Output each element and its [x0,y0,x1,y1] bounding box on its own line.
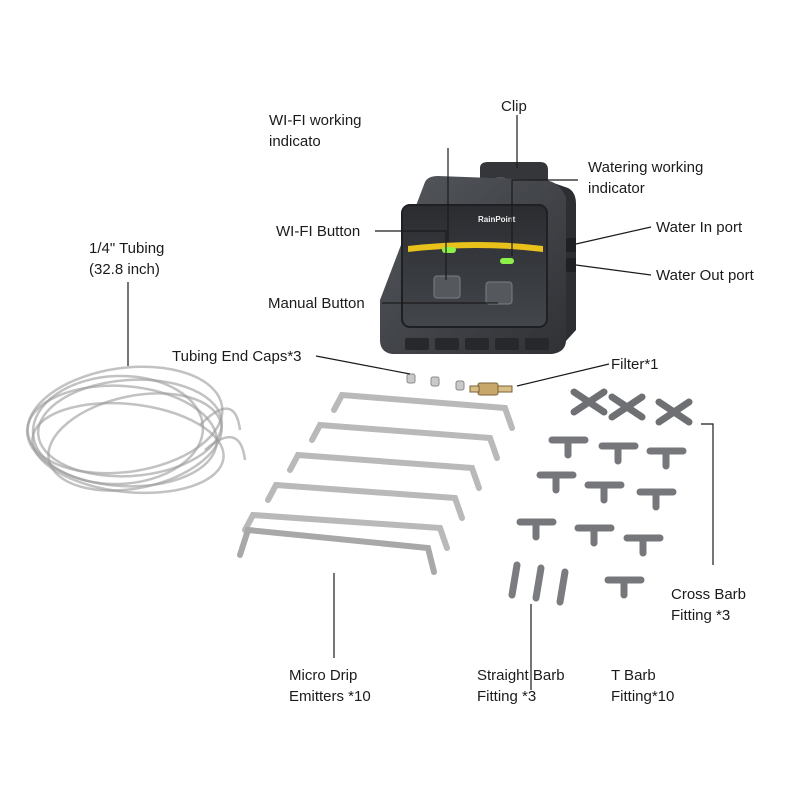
label-water-in-port: Water In port [656,219,743,236]
label-t-barb: T Barb Fitting*10 [611,667,675,705]
brand-logo: RainPoint [478,215,516,224]
label-water-out-port: Water Out port [656,267,754,284]
label-tubing: 1/4" Tubing (32.8 inch) [89,240,165,278]
controller-device: RainPoint [380,162,576,354]
label-micro-drip: Micro Drip Emitters *10 [289,667,371,705]
label-wifi-indicator: WI-FI working indicato [269,112,362,150]
label-straight-barb: Straight Barb Fitting *3 [477,667,565,705]
label-manual-button: Manual Button [268,295,365,312]
callout-lines [127,115,714,690]
label-filter: Filter*1 [611,356,659,373]
label-watering-indicator: Watering working indicator [588,159,704,197]
straight-barb-graphic [508,561,569,606]
label-clip: Clip [501,98,527,115]
end-caps-graphic [406,373,465,391]
filter-graphic [469,382,513,396]
label-wifi-button: WI-FI Button [276,223,361,240]
micro-drip-emitters-graphic [237,391,515,575]
tubing-coil-graphic [25,365,247,495]
label-end-caps: Tubing End Caps*3 [172,348,302,365]
cross-barb-graphic [570,388,693,426]
label-cross-barb: Cross Barb Fitting *3 [671,586,747,624]
t-barb-graphic [516,436,687,599]
